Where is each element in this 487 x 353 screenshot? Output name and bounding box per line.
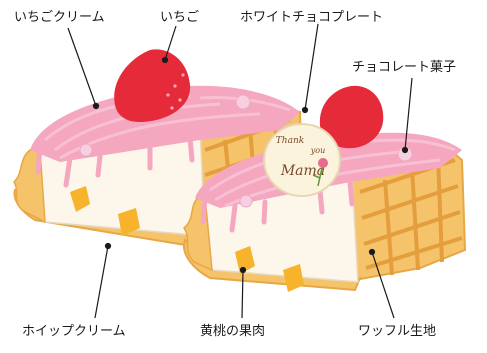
right-pearl-2 xyxy=(239,194,253,208)
plate-text-you: you xyxy=(310,146,326,155)
left-strawberry-seeds xyxy=(166,73,185,110)
plate-text-thank: Thank xyxy=(276,136,304,146)
carnation-icon xyxy=(312,158,328,187)
right-peach-2 xyxy=(283,264,304,292)
leader-white-choco-plate xyxy=(304,23,319,111)
leader-choco-sweets xyxy=(404,77,413,151)
left-cream-drips xyxy=(35,135,195,188)
left-peach-1 xyxy=(70,186,90,212)
leader-waffle xyxy=(371,251,395,319)
leader-yellow-peach xyxy=(241,269,244,319)
left-pearl-1 xyxy=(235,94,251,110)
label-strawberry: いちご xyxy=(160,10,200,25)
label-choco-sweets: チョコレート菓子 xyxy=(352,60,457,75)
white-choco-plate xyxy=(263,123,341,197)
right-cake: Thank you Mama xyxy=(183,85,467,292)
label-yellow-peach: 黄桃の果肉 xyxy=(200,324,266,339)
leader-whipped-cream xyxy=(94,245,109,319)
right-cream-drips xyxy=(200,179,355,233)
leader-strawberry-cream xyxy=(67,27,97,107)
left-strawberry xyxy=(114,49,191,122)
left-pearl-2 xyxy=(79,143,93,157)
label-whipped-cream: ホイップクリーム xyxy=(22,324,126,339)
label-waffle: ワッフル生地 xyxy=(358,324,437,339)
leader-strawberry xyxy=(164,25,177,61)
right-strawberry xyxy=(319,85,384,149)
left-peach-2 xyxy=(118,208,140,236)
leader-lines xyxy=(67,23,413,319)
label-white-choco-plate: ホワイトチョコプレート xyxy=(240,10,384,25)
label-strawberry-cream: いちごクリーム xyxy=(14,10,105,25)
right-peach-1 xyxy=(235,246,255,274)
right-waffle-grid xyxy=(359,155,463,276)
